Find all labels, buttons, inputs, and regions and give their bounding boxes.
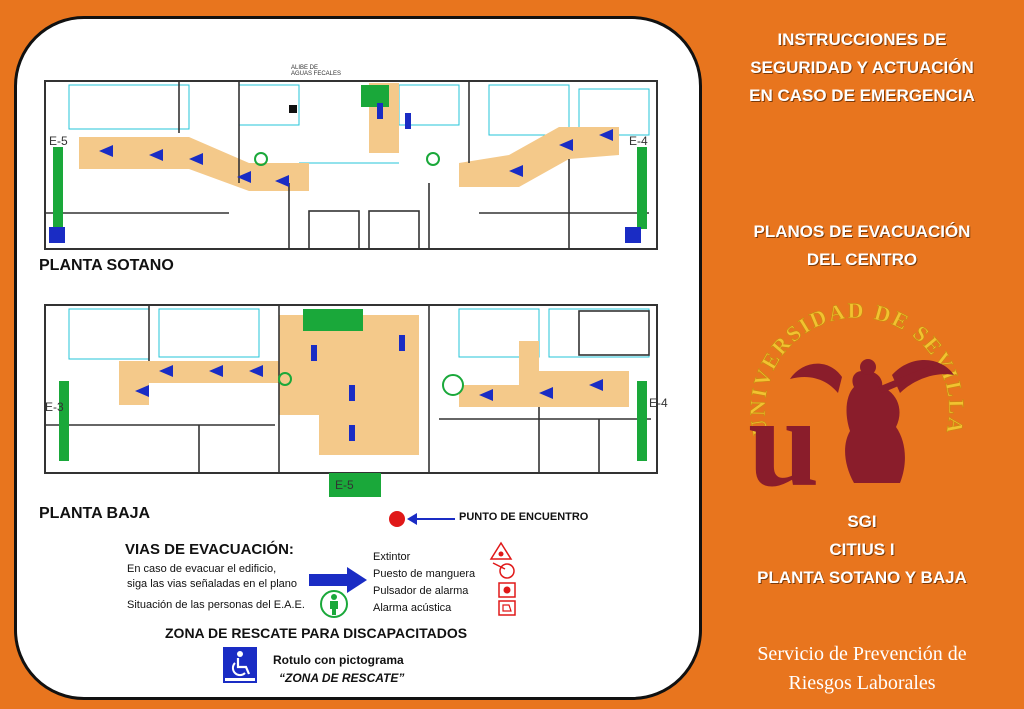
legend-alarma: Alarma acústica [373, 602, 452, 614]
sotano-right-exit: E-4 [629, 134, 648, 148]
title-line: EN CASO DE EMERGENCIA [749, 86, 975, 105]
hose-icon [492, 562, 515, 579]
siren-icon [498, 600, 516, 616]
plans-panel: E-5 E-4 ALIBE DE AGUAS FECALES PLANTA SO… [14, 16, 702, 700]
baja-bottom-exit: E-5 [335, 478, 354, 492]
location-line: PLANTA SOTANO Y BAJA [757, 568, 967, 587]
floor-plan-sotano: E-5 E-4 ALIBE DE AGUAS FECALES [44, 65, 658, 250]
subtitle-line: PLANOS DE EVACUACIÓN [753, 222, 971, 241]
alarm-button-icon [498, 582, 516, 598]
legend-manguera: Puesto de manguera [373, 568, 476, 580]
legend-extintor: Extintor [373, 551, 411, 563]
meeting-point-label: PUNTO DE ENCUENTRO [459, 511, 589, 523]
route-arrow-icon [309, 567, 367, 593]
rotulo-line-1: Rotulo con pictograma [273, 653, 404, 667]
rotulo-line-2: “ZONA DE RESCATE” [279, 671, 405, 685]
eae-label: Situación de las personas del E.A.E. [127, 599, 305, 611]
meeting-point-icon [389, 511, 455, 527]
location-line: CITIUS I [829, 540, 895, 559]
label-planta-sotano: PLANTA SOTANO [39, 257, 174, 274]
legend-pulsador: Pulsador de alarma [373, 585, 469, 597]
location-line: SGI [847, 512, 877, 531]
university-logo: UNIVERSIDAD DE SEVILLA u [745, 297, 968, 505]
location-block: SGI CITIUS I PLANTA SOTANO Y BAJA [712, 508, 1012, 592]
title-line: SEGURIDAD Y ACTUACIÓN [750, 58, 974, 77]
footer-line: Riesgos Laborales [788, 672, 936, 694]
safety-icons [489, 541, 516, 616]
sotano-left-exit: E-5 [49, 134, 68, 148]
person-eae-icon [320, 590, 348, 618]
vias-title: VIAS DE EVACUACIÓN: [125, 541, 294, 558]
plans-subtitle: PLANOS DE EVACUACIÓN DEL CENTRO [712, 218, 1012, 274]
footer-service: Servicio de Prevención de Riesgos Labora… [712, 640, 1012, 698]
rescate-title: ZONA DE RESCATE PARA DISCAPACITADOS [165, 625, 468, 641]
logo-letter: u [748, 371, 819, 505]
page-title: INSTRUCCIONES DE SEGURIDAD Y ACTUACIÓN E… [712, 26, 1012, 110]
wheelchair-icon [223, 647, 257, 683]
sotano-note-2: AGUAS FECALES [291, 71, 341, 77]
subtitle-line: DEL CENTRO [806, 250, 918, 269]
vias-line-1: En caso de evacuar el edificio, [127, 563, 277, 575]
floor-plan-baja: E-3 E-4 E-5 [44, 304, 668, 497]
footer-line: Servicio de Prevención de [757, 643, 967, 665]
vias-line-2: siga las vias señaladas en el plano [127, 578, 298, 590]
label-planta-baja: PLANTA BAJA [39, 505, 151, 522]
title-line: INSTRUCCIONES DE [777, 30, 947, 49]
sotano-note-1: ALIBE DE [291, 65, 318, 71]
baja-right-exit: E-4 [649, 396, 668, 410]
extintor-icon [489, 541, 513, 560]
baja-left-exit: E-3 [45, 400, 64, 414]
angel-icon [790, 359, 954, 483]
